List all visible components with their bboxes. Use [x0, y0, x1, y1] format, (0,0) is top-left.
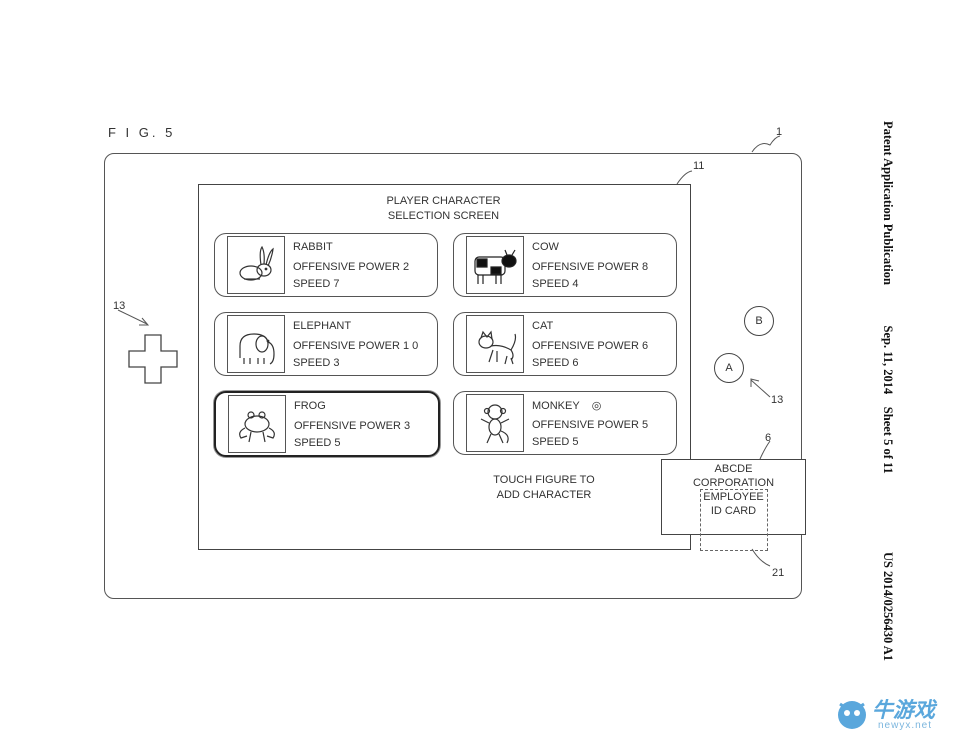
character-name: FROG: [294, 400, 326, 412]
elephant-icon: [227, 315, 285, 373]
id-card-line4: ID CARD: [710, 505, 757, 517]
character-name: COW: [532, 241, 559, 253]
character-power: OFFENSIVE POWER 2: [293, 261, 410, 273]
screen-title: PLAYER CHARACTER SELECTION SCREEN: [198, 194, 689, 224]
watermark-cn: 牛游戏: [872, 699, 935, 722]
ref-buttons: 13: [771, 394, 784, 406]
a-button[interactable]: A: [714, 353, 744, 383]
b-button[interactable]: B: [744, 306, 774, 336]
character-speed: SPEED 7: [293, 278, 340, 290]
character-speed: SPEED 5: [294, 437, 341, 449]
selected-mark: ◎: [591, 400, 602, 412]
character-card-rabbit[interactable]: RABBIT OFFENSIVE POWER 2 SPEED 7: [214, 233, 438, 297]
rfid-chip-outline: [700, 489, 768, 551]
character-name: RABBIT: [293, 241, 333, 253]
game-device-outline: [104, 153, 802, 599]
character-power: OFFENSIVE POWER 6: [532, 340, 649, 352]
patent-number: US 2014/0256430 A1: [881, 551, 895, 661]
ref-device: 1: [776, 126, 783, 138]
character-card-cat[interactable]: CAT OFFENSIVE POWER 6 SPEED 6: [453, 312, 677, 376]
character-speed: SPEED 4: [532, 278, 579, 290]
character-power: OFFENSIVE POWER 8: [532, 261, 649, 273]
character-card-monkey[interactable]: MONKEY ◎ OFFENSIVE POWER 5 SPEED 5: [453, 391, 677, 455]
screen-title-line1: PLAYER CHARACTER: [386, 195, 501, 207]
touch-hint-line2: ADD CHARACTER: [496, 489, 592, 501]
rabbit-icon: [227, 236, 285, 294]
cat-icon: [466, 315, 524, 373]
id-card-line1: ABCDE: [714, 463, 753, 475]
character-name: MONKEY: [532, 400, 580, 412]
character-speed: SPEED 3: [293, 357, 340, 369]
character-name: ELEPHANT: [293, 320, 352, 332]
frog-icon: [228, 395, 286, 453]
character-card-cow[interactable]: COW OFFENSIVE POWER 8 SPEED 4: [453, 233, 677, 297]
touch-hint: TOUCH FIGURE TO ADD CHARACTER: [470, 473, 618, 503]
id-card-line2: CORPORATION: [692, 477, 775, 489]
watermark-logo-icon: [838, 701, 866, 729]
watermark-en: newyx.net: [878, 720, 933, 731]
ref-dpad: 13: [113, 300, 126, 312]
character-power: OFFENSIVE POWER 5: [532, 419, 649, 431]
publication-label: Patent Application Publication: [881, 121, 895, 285]
employee-id-card[interactable]: ABCDE CORPORATION EMPLOYEE ID CARD: [661, 459, 806, 535]
character-power: OFFENSIVE POWER 3: [294, 420, 411, 432]
character-power: OFFENSIVE POWER 1 0: [293, 340, 419, 352]
ref-id-card: 6: [765, 432, 772, 444]
character-name: CAT: [532, 320, 554, 332]
screen-title-line2: SELECTION SCREEN: [387, 210, 500, 222]
cow-icon: [466, 236, 524, 294]
sheet-number: Sheet 5 of 11: [881, 406, 895, 474]
character-card-elephant[interactable]: ELEPHANT OFFENSIVE POWER 1 0 SPEED 3: [214, 312, 438, 376]
patent-header: Patent Application Publication Sep. 11, …: [880, 121, 895, 661]
character-speed: SPEED 6: [532, 357, 579, 369]
character-card-frog[interactable]: FROG OFFENSIVE POWER 3 SPEED 5: [214, 391, 440, 457]
publication-date: Sep. 11, 2014: [881, 325, 895, 395]
monkey-icon: [466, 394, 524, 452]
touch-hint-line1: TOUCH FIGURE TO: [493, 474, 595, 486]
ref-screen: 11: [693, 160, 705, 172]
id-card-line3: EMPLOYEE: [703, 491, 764, 503]
character-speed: SPEED 5: [532, 436, 579, 448]
figure-label: F I G. 5: [108, 125, 176, 140]
dpad-icon[interactable]: [128, 334, 178, 384]
watermark: 牛游戏 newyx.net: [834, 692, 952, 736]
ref-rfid: 21: [772, 567, 785, 579]
